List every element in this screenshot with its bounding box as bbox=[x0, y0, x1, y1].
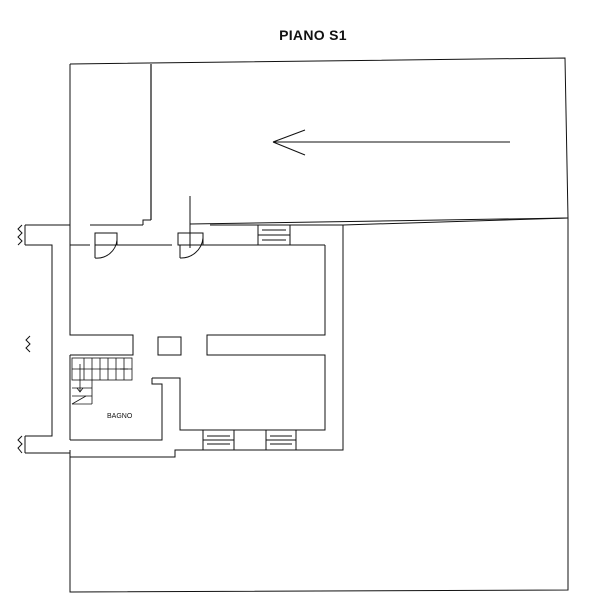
room-label-bagno: BAGNO bbox=[107, 413, 133, 420]
window-icon bbox=[202, 224, 297, 451]
door-swing-icon bbox=[94, 196, 204, 259]
building-outer-walls bbox=[24, 224, 344, 458]
direction-arrow-icon bbox=[272, 129, 510, 156]
pillar bbox=[157, 336, 182, 356]
staircase-icon bbox=[71, 357, 133, 405]
plan-title: PIANO S1 bbox=[279, 27, 347, 43]
wall-break-marks bbox=[17, 224, 31, 454]
site-boundary bbox=[69, 57, 569, 593]
